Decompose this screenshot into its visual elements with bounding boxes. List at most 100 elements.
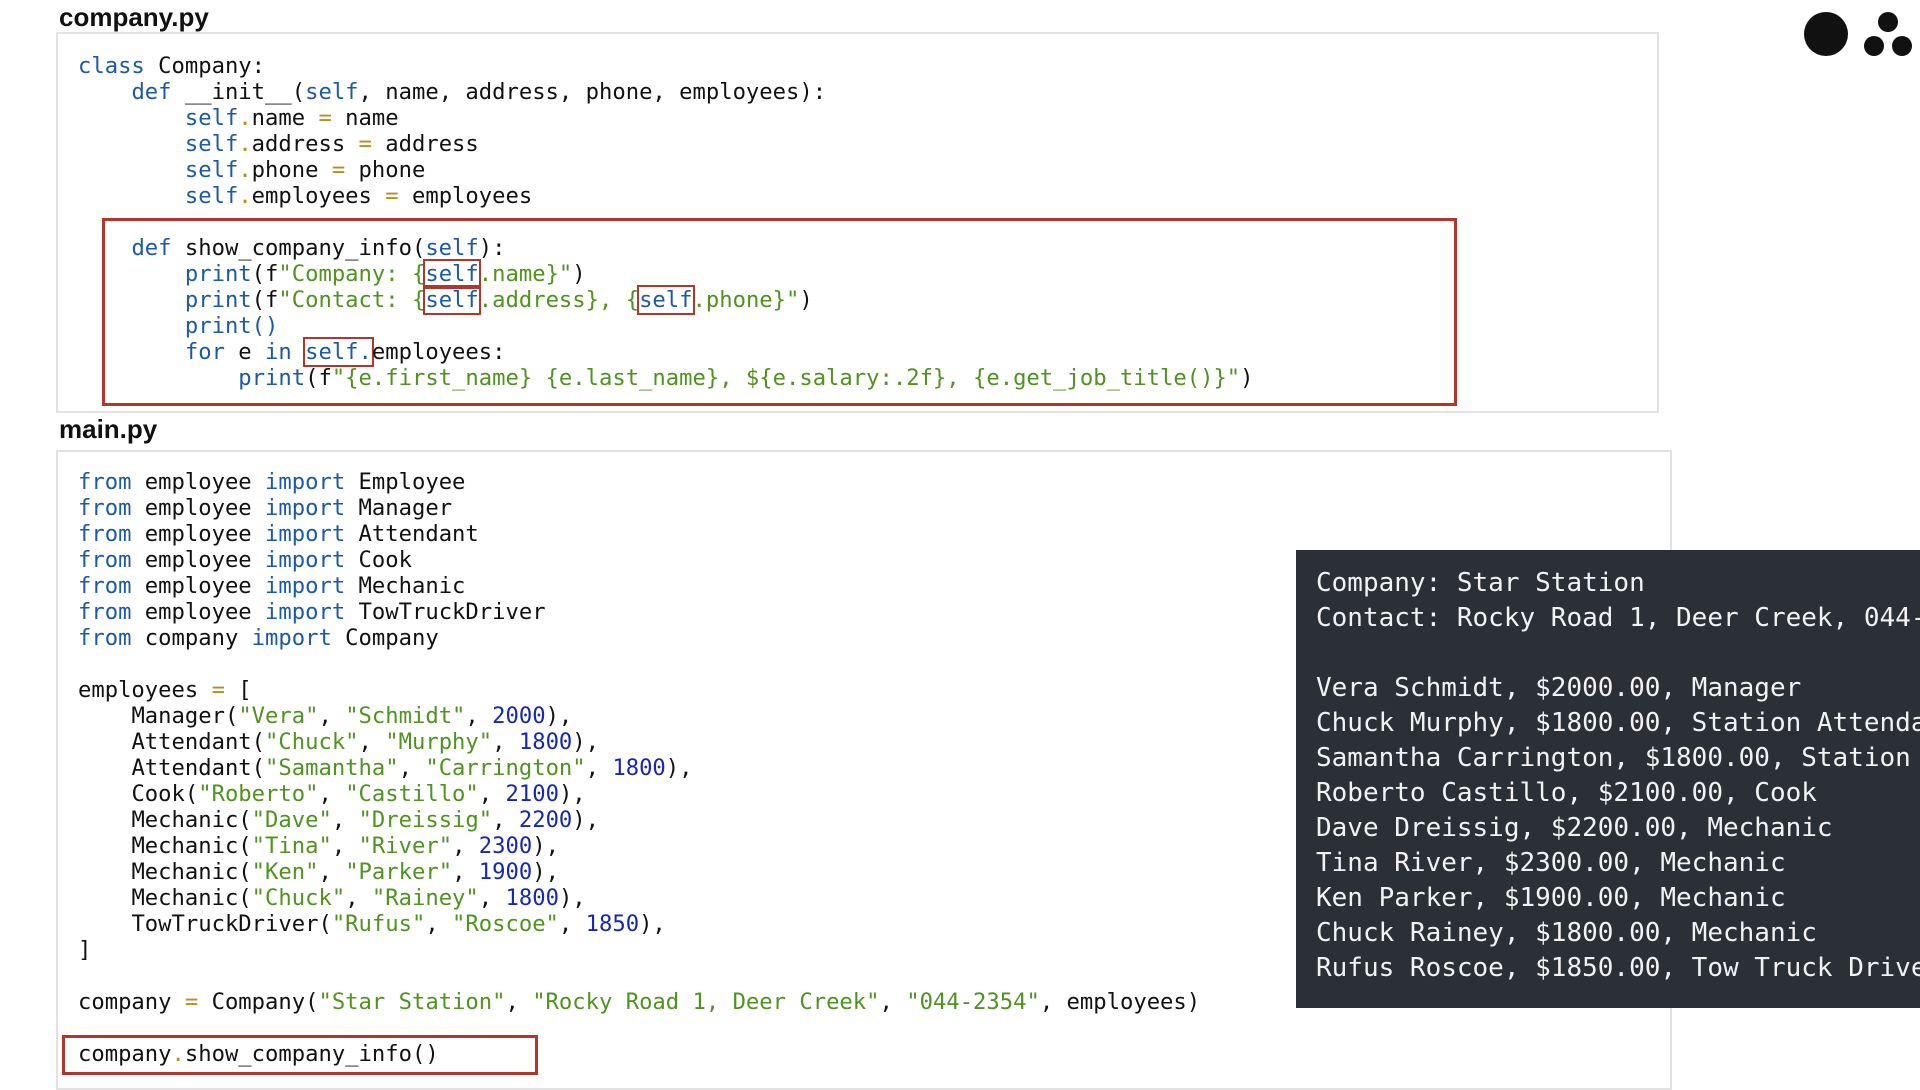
class-call: Mechanic( (131, 859, 252, 885)
number-literal: 2200 (518, 807, 573, 833)
code-text: , (398, 755, 426, 781)
code-text: __init__( (171, 79, 306, 105)
class-call: Mechanic( (131, 885, 252, 911)
dot-operator: . (238, 157, 252, 183)
code-text: employees (78, 677, 212, 703)
number-literal: 1800 (518, 729, 573, 755)
code-text: employees (398, 183, 533, 209)
code-text: , (318, 781, 346, 807)
assign-operator: = (358, 131, 372, 157)
code-text: , employees) (1039, 989, 1201, 1015)
keyword: from (78, 625, 132, 651)
code-text: Company (331, 625, 439, 651)
code-text: ] (78, 937, 92, 963)
string-literal: "Chuck" (251, 885, 346, 911)
class-call: Attendant( (131, 729, 266, 755)
dot-operator: . (238, 183, 252, 209)
keyword: import (265, 469, 346, 495)
keyword: import (265, 573, 346, 599)
code-company: class Company: def __init__(self, name, … (78, 53, 1254, 391)
code-text: employee (131, 573, 266, 599)
assign-operator: = (331, 157, 346, 183)
dot-operator: . (238, 105, 252, 131)
code-text: employee (131, 469, 266, 495)
code-text: e (224, 339, 266, 365)
builtin-print: print (184, 261, 252, 287)
number-literal: 2300 (478, 833, 533, 859)
code-text: , (425, 911, 453, 937)
code-text: TowTruckDriver (345, 599, 546, 625)
keyword: import (265, 521, 346, 547)
string-literal: "Tina" (251, 833, 332, 859)
code-text: ), (572, 807, 600, 833)
keyword: import (251, 625, 332, 651)
keyword: from (78, 469, 132, 495)
string-literal: "044-2354" (906, 989, 1040, 1015)
string-literal: "Rocky Road 1, Deer Creek" (532, 989, 880, 1015)
class-call: TowTruckDriver( (131, 911, 332, 937)
number-literal: 2100 (505, 781, 559, 807)
class-call: Cook( (131, 781, 199, 807)
file-title-company: company.py (59, 2, 209, 32)
code-text: (f (251, 287, 279, 313)
class-call: Mechanic( (131, 833, 252, 859)
assign-operator: = (211, 677, 225, 703)
builtin-print: print (184, 287, 252, 313)
code-text: ), (558, 885, 586, 911)
number-literal: 1800 (612, 755, 666, 781)
terminal-line: Chuck Murphy, $1800.00, Station Attenda (1316, 708, 1920, 738)
assign-operator: = (385, 183, 399, 209)
terminal-line: Vera Schmidt, $2000.00, Manager (1316, 673, 1802, 703)
code-main: from employee import Employee from emplo… (78, 469, 1200, 1067)
terminal-line: Contact: Rocky Road 1, Deer Creek, 044- (1316, 603, 1920, 633)
code-text: ), (532, 859, 559, 885)
code-text: Company: (144, 53, 266, 79)
assign-operator: = (318, 105, 332, 131)
code-text: show_company_info() (184, 1041, 439, 1067)
keyword: from (78, 495, 132, 521)
number-literal: 2000 (492, 703, 546, 729)
code-text: , (331, 807, 359, 833)
terminal-line: Chuck Rainey, $1800.00, Mechanic (1316, 918, 1817, 948)
string-literal: "Vera" (238, 703, 319, 729)
code-text: , (478, 781, 506, 807)
code-text: phone (251, 157, 319, 183)
class-call: Manager( (131, 703, 239, 729)
keyword: from (78, 547, 132, 573)
string-literal: "Contact: { (278, 287, 426, 313)
code-text: Employee (345, 469, 466, 495)
code-text: , (318, 859, 346, 885)
keyword: for (184, 339, 225, 365)
code-text: ) (572, 261, 586, 287)
self-highlight-box: self (423, 285, 481, 315)
code-text: company (78, 1041, 172, 1067)
code-text: phone (345, 157, 426, 183)
call-highlight-box (62, 1035, 538, 1075)
file-title-main: main.py (59, 414, 158, 444)
code-text: ), (572, 729, 600, 755)
code-text: ), (665, 755, 693, 781)
terminal-line: Roberto Castillo, $2100.00, Cook (1316, 778, 1817, 808)
code-text: company (78, 989, 185, 1015)
string-literal: "Samantha" (265, 755, 399, 781)
terminal-line: Tina River, $2300.00, Mechanic (1316, 848, 1786, 878)
terminal-text: Company: Star Station Contact: Rocky Roa… (1316, 566, 1920, 986)
code-text: , (452, 833, 479, 859)
string-literal: "River" (358, 833, 453, 859)
code-text: [ (224, 677, 252, 703)
keyword: from (78, 599, 132, 625)
code-text: address (371, 131, 479, 157)
code-text: ): (478, 235, 506, 261)
keyword: from (78, 573, 132, 599)
code-text: name (331, 105, 399, 131)
self-token: self (184, 131, 239, 157)
method-highlight-box (102, 218, 1457, 406)
self-highlight-box: self. (303, 337, 374, 367)
string-literal: "Company: { (278, 261, 426, 287)
string-literal: "Chuck" (265, 729, 359, 755)
code-text: company (131, 625, 252, 651)
string-literal: "Parker" (345, 859, 453, 885)
keyword: import (265, 547, 346, 573)
number-literal: 1800 (505, 885, 559, 911)
class-call: Attendant( (131, 755, 266, 781)
